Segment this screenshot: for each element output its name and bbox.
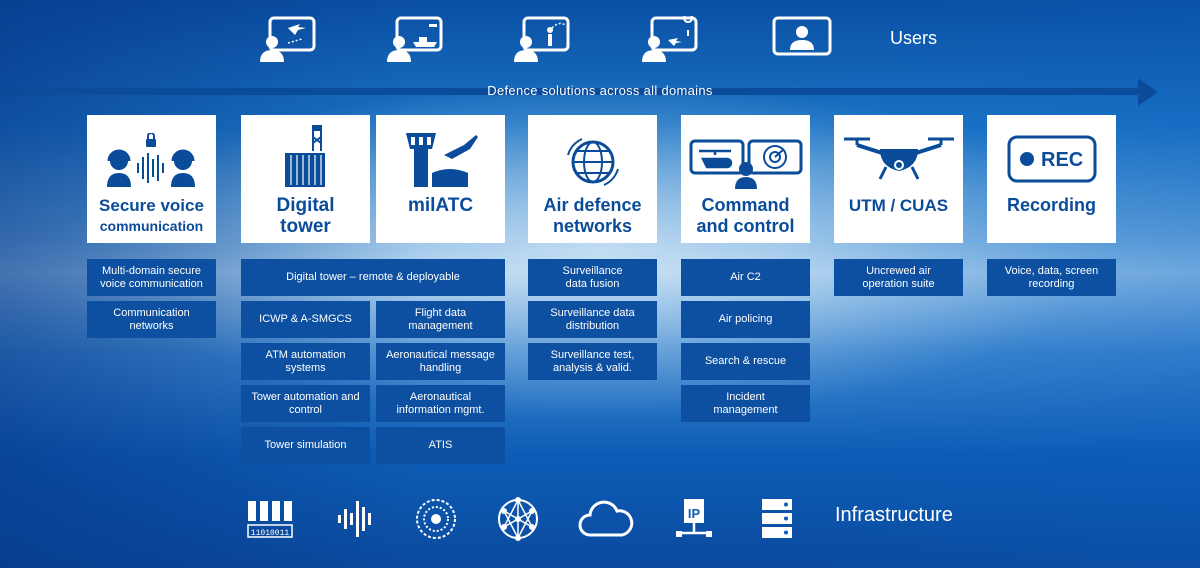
list-item: Flight data management	[376, 301, 505, 338]
globe-network-icon	[567, 138, 619, 186]
mesh-network-icon	[498, 497, 538, 541]
card-subtitle: networks	[552, 216, 633, 236]
control-tower-aircraft-icon	[406, 133, 478, 187]
list-item: Voice, data, screen recording	[987, 259, 1116, 296]
helicopter-radar-icon	[689, 139, 803, 189]
cloud-icon	[578, 500, 634, 537]
domains-arrow	[0, 88, 1140, 95]
list-item: Air policing	[681, 301, 810, 338]
card-recording: REC Recording	[987, 115, 1116, 243]
card-title: Secure voice	[99, 196, 204, 215]
list-item: ATM automation systems	[241, 343, 370, 380]
server-rack-icon	[762, 499, 792, 538]
headset-voice-icon	[107, 133, 195, 187]
list-item: Tower automation and control	[241, 385, 370, 422]
arrow-label: Defence solutions across all domains	[487, 83, 713, 98]
list-item: Aeronautical information mgmt.	[376, 385, 505, 422]
card-milatc: milATC	[376, 115, 505, 243]
binary-globe-icon	[416, 499, 456, 539]
list-item: Multi-domain secure voice communication	[87, 259, 216, 296]
card-secure-voice: Secure voice communication	[87, 115, 216, 243]
list-item: Surveillance data distribution	[528, 301, 657, 338]
list-item: Communication networks	[87, 301, 216, 338]
digital-tower-icon	[285, 125, 325, 187]
card-digital-tower: Digital tower	[241, 115, 370, 243]
list-item: Surveillance test, analysis & valid.	[528, 343, 657, 380]
binary-data-icon: 11010011	[247, 501, 293, 538]
card-title: Recording	[1006, 195, 1096, 215]
list-item: Search & rescue	[681, 343, 810, 380]
ip-text: IP	[688, 506, 701, 521]
video-user-icon	[772, 16, 832, 56]
list-item: Incident management	[681, 385, 810, 422]
card-title: Digital	[276, 195, 335, 216]
card-subtitle: communication	[99, 218, 204, 234]
rec-text: REC	[1041, 149, 1083, 171]
card-subtitle: tower	[280, 216, 331, 237]
pilot-user-icon	[260, 16, 316, 62]
ship-drone-user-icon	[387, 16, 443, 62]
card-subtitle: and control	[696, 216, 795, 236]
drone-icon	[844, 137, 954, 180]
card-title: UTM / CUAS	[848, 196, 949, 215]
card-title: Air defence	[543, 195, 642, 215]
audio-wave-icon	[338, 501, 371, 537]
binary-text: 11010011	[251, 529, 290, 538]
list-item: Digital tower – remote & deployable	[241, 259, 505, 296]
arrow-head	[1138, 78, 1158, 106]
card-command-control: Command and control	[681, 115, 810, 243]
list-item: Tower simulation	[241, 427, 370, 464]
card-utm-cuas: UTM / CUAS	[834, 115, 963, 243]
card-air-defence: Air defence networks	[528, 115, 657, 243]
infrastructure-label: Infrastructure	[835, 504, 953, 526]
list-item: Aeronautical message handling	[376, 343, 505, 380]
list-item: Uncrewed air operation suite	[834, 259, 963, 296]
card-title: milATC	[407, 195, 474, 216]
list-item: Surveillance data fusion	[528, 259, 657, 296]
navigation-user-icon	[642, 16, 698, 62]
list-item: ATIS	[376, 427, 505, 464]
rec-icon: REC	[1007, 135, 1097, 183]
card-title: Command	[701, 195, 790, 215]
list-item: Air C2	[681, 259, 810, 296]
ip-network-icon: IP	[676, 499, 712, 537]
ground-user-icon	[514, 16, 570, 62]
list-item: ICWP & A-SMGCS	[241, 301, 370, 338]
users-label: Users	[890, 28, 938, 48]
